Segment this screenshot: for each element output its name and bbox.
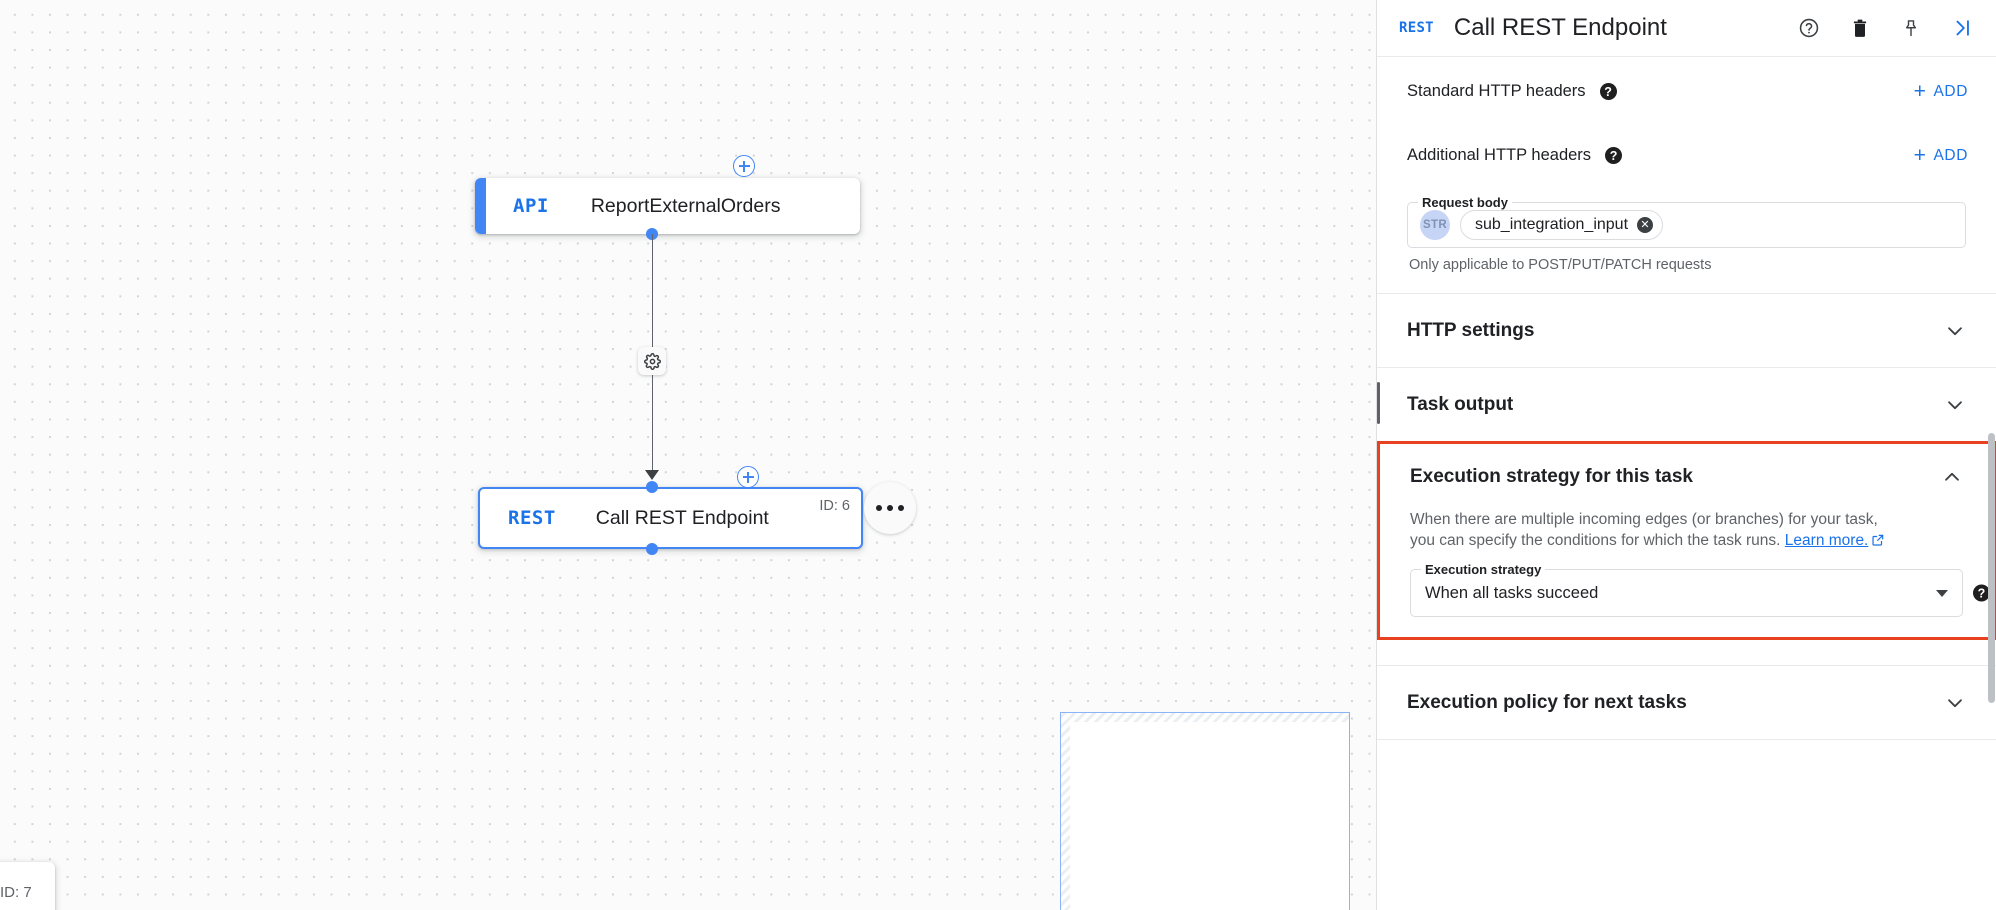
section-title: HTTP settings	[1407, 319, 1535, 341]
section-execution-policy[interactable]: Execution policy for next tasks	[1377, 666, 1996, 739]
add-additional-header-button[interactable]: + ADD	[1914, 145, 1968, 166]
panel-type-badge: REST	[1399, 20, 1434, 36]
edge-arrowhead	[645, 470, 659, 480]
request-body-field[interactable]: Request body STR sub_integration_input ✕	[1407, 195, 1966, 248]
external-link-icon[interactable]	[1871, 533, 1885, 554]
execution-strategy-value: When all tasks succeed	[1425, 583, 1599, 602]
execution-strategy-legend: Execution strategy	[1421, 562, 1546, 578]
chevron-down-icon	[1944, 320, 1966, 342]
string-type-badge: STR	[1420, 210, 1450, 240]
description-line-1: When there are multiple incoming edges (…	[1410, 511, 1878, 528]
execution-strategy-header[interactable]: Execution strategy for this task	[1380, 444, 1993, 510]
section-http-settings[interactable]: HTTP settings	[1377, 294, 1996, 367]
execution-strategy-select[interactable]: Execution strategy When all tasks succee…	[1410, 562, 1990, 618]
node-title: ReportExternalOrders	[590, 194, 781, 217]
help-circle-icon[interactable]	[1797, 16, 1821, 40]
workflow-node-rest[interactable]: REST Call REST Endpoint ID: 6	[478, 487, 863, 549]
close-icon[interactable]: ✕	[1637, 217, 1654, 233]
node-type-badge: REST	[508, 507, 556, 529]
additional-http-headers-label: Additional HTTP headers	[1407, 146, 1592, 164]
node-input-port[interactable]	[646, 481, 658, 493]
divider	[1377, 367, 1996, 368]
request-body-hint: Only applicable to POST/PUT/PATCH reques…	[1409, 257, 1712, 273]
learn-more-link[interactable]: Learn more.	[1784, 531, 1869, 549]
section-title: Execution strategy for this task	[1410, 466, 1693, 487]
section-task-output[interactable]: Task output	[1377, 368, 1996, 441]
plus-icon: +	[1913, 80, 1927, 103]
add-label: ADD	[1933, 82, 1968, 100]
canvas-placeholder-panel	[1060, 712, 1350, 910]
add-standard-header-button[interactable]: + ADD	[1914, 81, 1968, 102]
node-accent-bar	[475, 178, 486, 234]
pin-icon[interactable]	[1899, 16, 1923, 40]
help-icon[interactable]: ?	[1599, 83, 1617, 100]
task-config-panel: REST Call REST Endpoint	[1376, 0, 1996, 910]
panel-header-actions	[1797, 16, 1978, 40]
scrollbar-thumb[interactable]	[1988, 433, 1995, 703]
workflow-canvas[interactable]: API ReportExternalOrders REST Call REST …	[0, 0, 1376, 910]
panel-scroll-indicator[interactable]	[1377, 382, 1380, 424]
divider	[1377, 665, 1996, 667]
chevron-down-icon[interactable]	[1936, 589, 1948, 597]
request-body-chip[interactable]: sub_integration_input ✕	[1460, 210, 1664, 240]
placeholder-surface	[1070, 722, 1349, 910]
plus-icon: +	[1913, 144, 1927, 167]
additional-http-headers-row: Additional HTTP headers ? + ADD	[1377, 131, 1996, 180]
divider	[1377, 293, 1996, 294]
node-title: Call REST Endpoint	[595, 506, 769, 529]
workflow-node-api[interactable]: API ReportExternalOrders	[475, 178, 860, 234]
workflow-node-partial[interactable]	[0, 862, 55, 910]
node-output-port[interactable]	[646, 543, 658, 555]
add-node-after-api-icon[interactable]	[733, 155, 755, 177]
standard-http-headers-label: Standard HTTP headers	[1407, 82, 1586, 100]
node-id-label: ID: 6	[819, 498, 850, 514]
node-id-label: ID: 7	[0, 884, 32, 901]
help-icon[interactable]: ?	[1973, 584, 1990, 602]
execution-strategy-description: When there are multiple incoming edges (…	[1380, 510, 1993, 553]
section-execution-strategy[interactable]: Execution strategy for this task When th…	[1377, 441, 1996, 641]
panel-body[interactable]: Standard HTTP headers ? + ADD Additional…	[1377, 57, 1996, 910]
section-title: Task output	[1407, 393, 1514, 415]
standard-http-headers-row: Standard HTTP headers ? + ADD	[1377, 67, 1996, 116]
section-title: Execution policy for next tasks	[1407, 691, 1687, 713]
chevron-up-icon	[1941, 466, 1963, 488]
page-title: Call REST Endpoint	[1453, 14, 1667, 41]
gear-icon[interactable]	[638, 347, 666, 375]
chip-label: sub_integration_input	[1475, 216, 1629, 233]
chevron-down-icon	[1944, 692, 1966, 714]
description-line-2: you can specify the conditions for which…	[1410, 531, 1781, 549]
add-node-after-rest-icon[interactable]	[737, 466, 759, 488]
collapse-panel-icon[interactable]	[1950, 16, 1974, 40]
chevron-down-icon	[1944, 394, 1966, 416]
delete-trash-icon[interactable]	[1848, 16, 1872, 40]
more-horizontal-icon[interactable]	[864, 482, 916, 534]
help-icon[interactable]: ?	[1605, 147, 1623, 164]
divider	[1377, 739, 1996, 741]
request-body-legend: Request body	[1418, 195, 1512, 210]
panel-scrollbar[interactable]	[1988, 57, 1995, 910]
panel-header: REST Call REST Endpoint	[1377, 0, 1996, 57]
node-type-badge: API	[513, 195, 549, 217]
add-label: ADD	[1933, 146, 1968, 164]
